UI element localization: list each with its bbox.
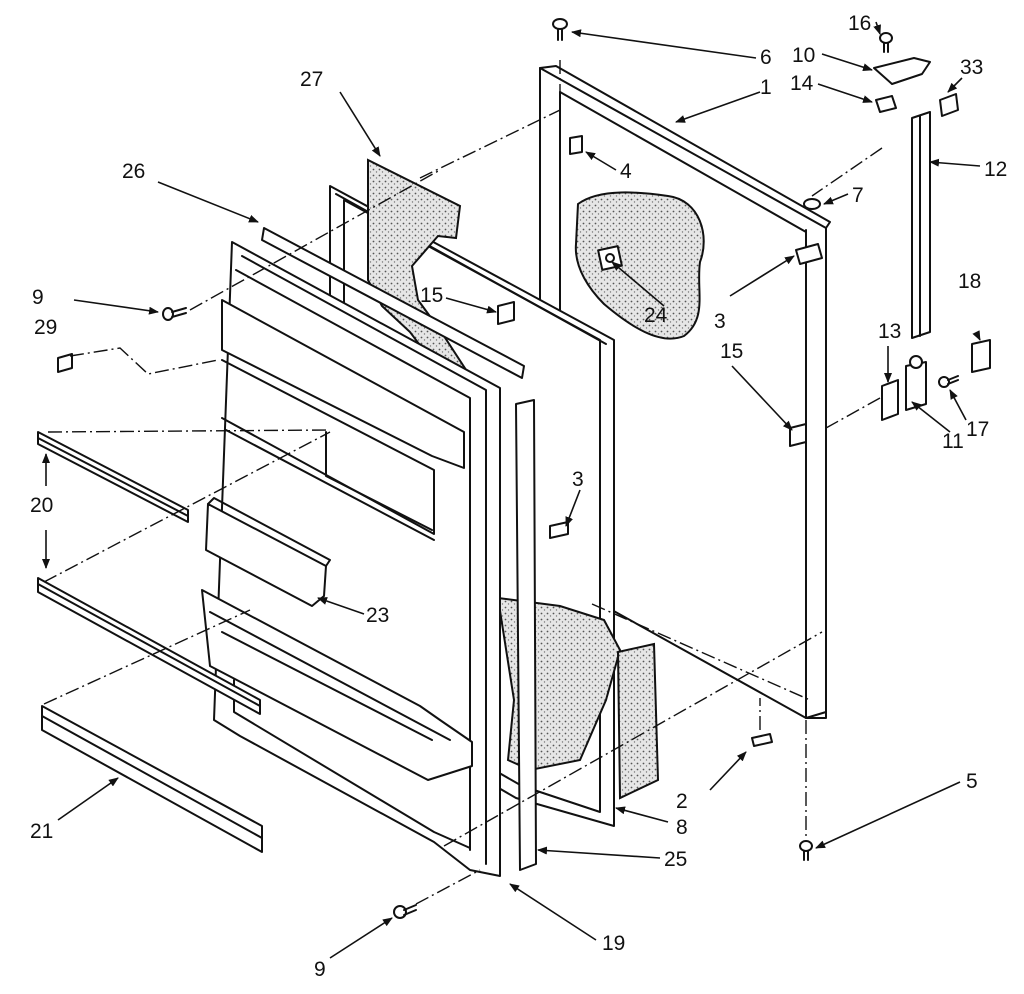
bracket-3-lower bbox=[549, 521, 569, 539]
screw-top bbox=[552, 18, 568, 41]
callout-3b: 3 bbox=[572, 468, 584, 491]
callout-14: 14 bbox=[790, 72, 814, 95]
door-stop-bushing bbox=[569, 135, 773, 747]
inner-door-liner bbox=[201, 241, 501, 877]
side-bracket bbox=[789, 423, 807, 447]
screw-hinge-side bbox=[938, 375, 959, 388]
callout-10: 10 bbox=[792, 44, 815, 67]
callout-16: 16 bbox=[848, 12, 871, 35]
small-clip bbox=[57, 353, 73, 373]
bracket-15-left bbox=[497, 301, 515, 325]
callout-20: 20 bbox=[30, 494, 53, 517]
callout-5: 5 bbox=[966, 770, 978, 793]
side-trim-strip bbox=[515, 399, 537, 871]
callout-29: 29 bbox=[34, 316, 57, 339]
callout-3a: 3 bbox=[714, 310, 726, 333]
callout-33: 33 bbox=[960, 56, 983, 79]
callout-12: 12 bbox=[984, 158, 1007, 181]
callout-labels: 1 2 3 3 4 5 6 7 8 9 9 10 11 12 13 14 15 … bbox=[30, 12, 1007, 981]
assembly-lines bbox=[43, 60, 883, 905]
callout-15b: 15 bbox=[720, 340, 743, 363]
callout-2: 2 bbox=[676, 790, 688, 813]
callout-9b: 9 bbox=[314, 958, 326, 981]
callout-leaders bbox=[42, 21, 981, 959]
callout-9a: 9 bbox=[32, 286, 44, 309]
shelf-rail-middle bbox=[37, 577, 261, 715]
upper-hinge-bracket bbox=[795, 198, 823, 265]
callout-13: 13 bbox=[878, 320, 901, 343]
callout-21: 21 bbox=[30, 820, 53, 843]
screw-left-lower bbox=[393, 904, 417, 919]
callout-18: 18 bbox=[958, 270, 981, 293]
callout-1: 1 bbox=[760, 76, 772, 99]
top-hinge-assembly bbox=[873, 57, 959, 117]
bottom-rail bbox=[41, 705, 263, 853]
callout-25: 25 bbox=[664, 848, 687, 871]
callout-15a: 15 bbox=[420, 284, 443, 307]
panel-cutaway-foam bbox=[574, 191, 705, 340]
callout-8: 8 bbox=[676, 816, 688, 839]
callout-27: 27 bbox=[300, 68, 323, 91]
lower-hinge-assembly bbox=[881, 339, 991, 421]
callout-23: 23 bbox=[366, 604, 389, 627]
callout-7: 7 bbox=[852, 184, 864, 207]
callout-17: 17 bbox=[966, 418, 989, 441]
callout-4: 4 bbox=[620, 160, 632, 183]
callout-26: 26 bbox=[122, 160, 145, 183]
screw-left-upper bbox=[162, 307, 187, 321]
screw-hinge-top bbox=[879, 32, 893, 53]
vertical-hinge-rod bbox=[911, 111, 931, 339]
shelf-rail-upper bbox=[37, 431, 189, 523]
top-trim-cap bbox=[261, 227, 525, 379]
screw-bottom bbox=[799, 840, 813, 861]
callout-11: 11 bbox=[942, 430, 964, 453]
callout-19: 19 bbox=[602, 932, 625, 955]
callout-24: 24 bbox=[644, 304, 668, 327]
callout-6: 6 bbox=[760, 46, 772, 69]
